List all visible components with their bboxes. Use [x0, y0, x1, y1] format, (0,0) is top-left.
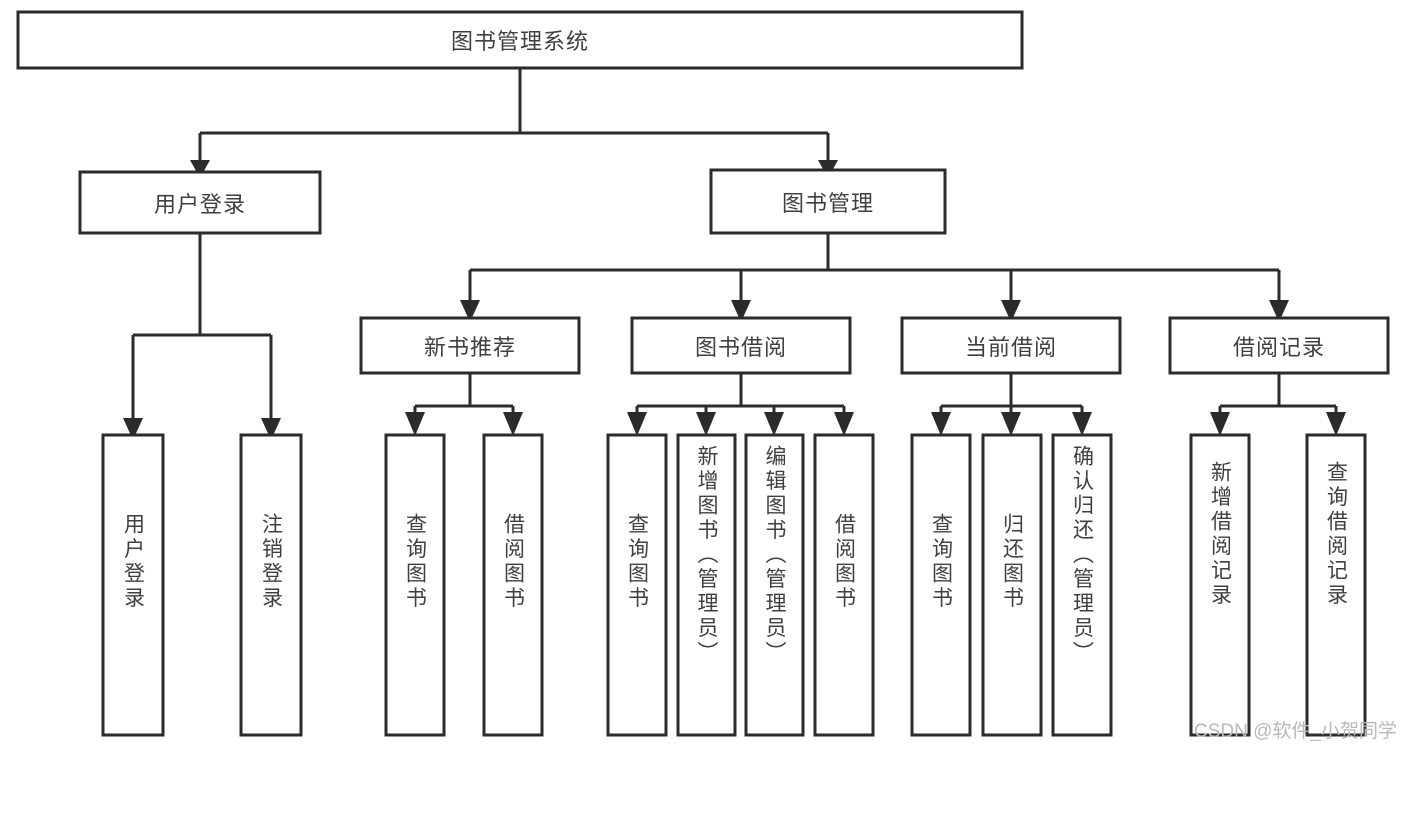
arrowhead-user-login	[190, 160, 210, 178]
arrowhead-cb-confirm-return	[1072, 412, 1092, 436]
node-box-bb-edit-book[interactable]	[744, 433, 805, 737]
node-box-nbr-query-book[interactable]	[384, 433, 446, 737]
arrowhead-new-book-recommend	[460, 300, 480, 322]
arrowhead-bb-edit-book	[764, 412, 784, 436]
connectors	[123, 68, 1346, 440]
arrowhead-cb-query-book	[931, 412, 951, 436]
node-box-cb-query-book[interactable]	[910, 433, 972, 737]
node-box-new-book-recommend[interactable]	[359, 316, 581, 375]
node-box-book-borrow[interactable]	[630, 316, 852, 375]
arrowhead-borrow-record	[1269, 300, 1289, 322]
node-box-bb-borrow-book[interactable]	[813, 433, 875, 737]
node-box-cb-return-book[interactable]	[981, 433, 1043, 737]
arrowhead-br-query-record	[1326, 412, 1346, 436]
arrowhead-bb-add-book	[696, 412, 716, 436]
arrowhead-user-login-do	[123, 418, 143, 440]
arrowhead-book-borrow	[731, 300, 751, 322]
node-box-br-add-record[interactable]	[1189, 433, 1251, 737]
node-box-book-manage[interactable]	[709, 168, 947, 235]
arrowhead-nbr-query-book	[405, 412, 425, 436]
node-box-root[interactable]	[16, 10, 1024, 70]
node-box-cb-confirm-return[interactable]	[1051, 433, 1113, 737]
node-box-br-query-record[interactable]	[1305, 433, 1367, 737]
arrowhead-current-borrow	[1001, 300, 1021, 322]
diagram-canvas: 图书管理系统 用户登录 图书管理 新书推荐 图书借阅 当前借阅 借阅记录 用户登…	[16, 10, 1397, 742]
node-box-user-login[interactable]	[78, 170, 322, 235]
node-box-user-login-do[interactable]	[101, 433, 165, 737]
node-box-bb-add-book[interactable]	[676, 433, 737, 737]
arrowhead-user-logout	[261, 418, 281, 440]
node-box-nbr-borrow-book[interactable]	[482, 433, 544, 737]
node-box-borrow-record[interactable]	[1168, 316, 1390, 375]
node-box-user-logout[interactable]	[239, 433, 303, 737]
arrowhead-nbr-borrow-book	[503, 412, 523, 436]
node-box-bb-query-book[interactable]	[606, 433, 668, 737]
arrowhead-bb-borrow-book	[834, 412, 854, 436]
arrowhead-br-add-record	[1210, 412, 1230, 436]
node-boxes	[16, 10, 1390, 737]
node-box-current-borrow[interactable]	[900, 316, 1122, 375]
diagram-svg	[16, 10, 1390, 737]
arrowhead-bb-query-book	[627, 412, 647, 436]
arrowhead-cb-return-book	[1001, 412, 1021, 436]
